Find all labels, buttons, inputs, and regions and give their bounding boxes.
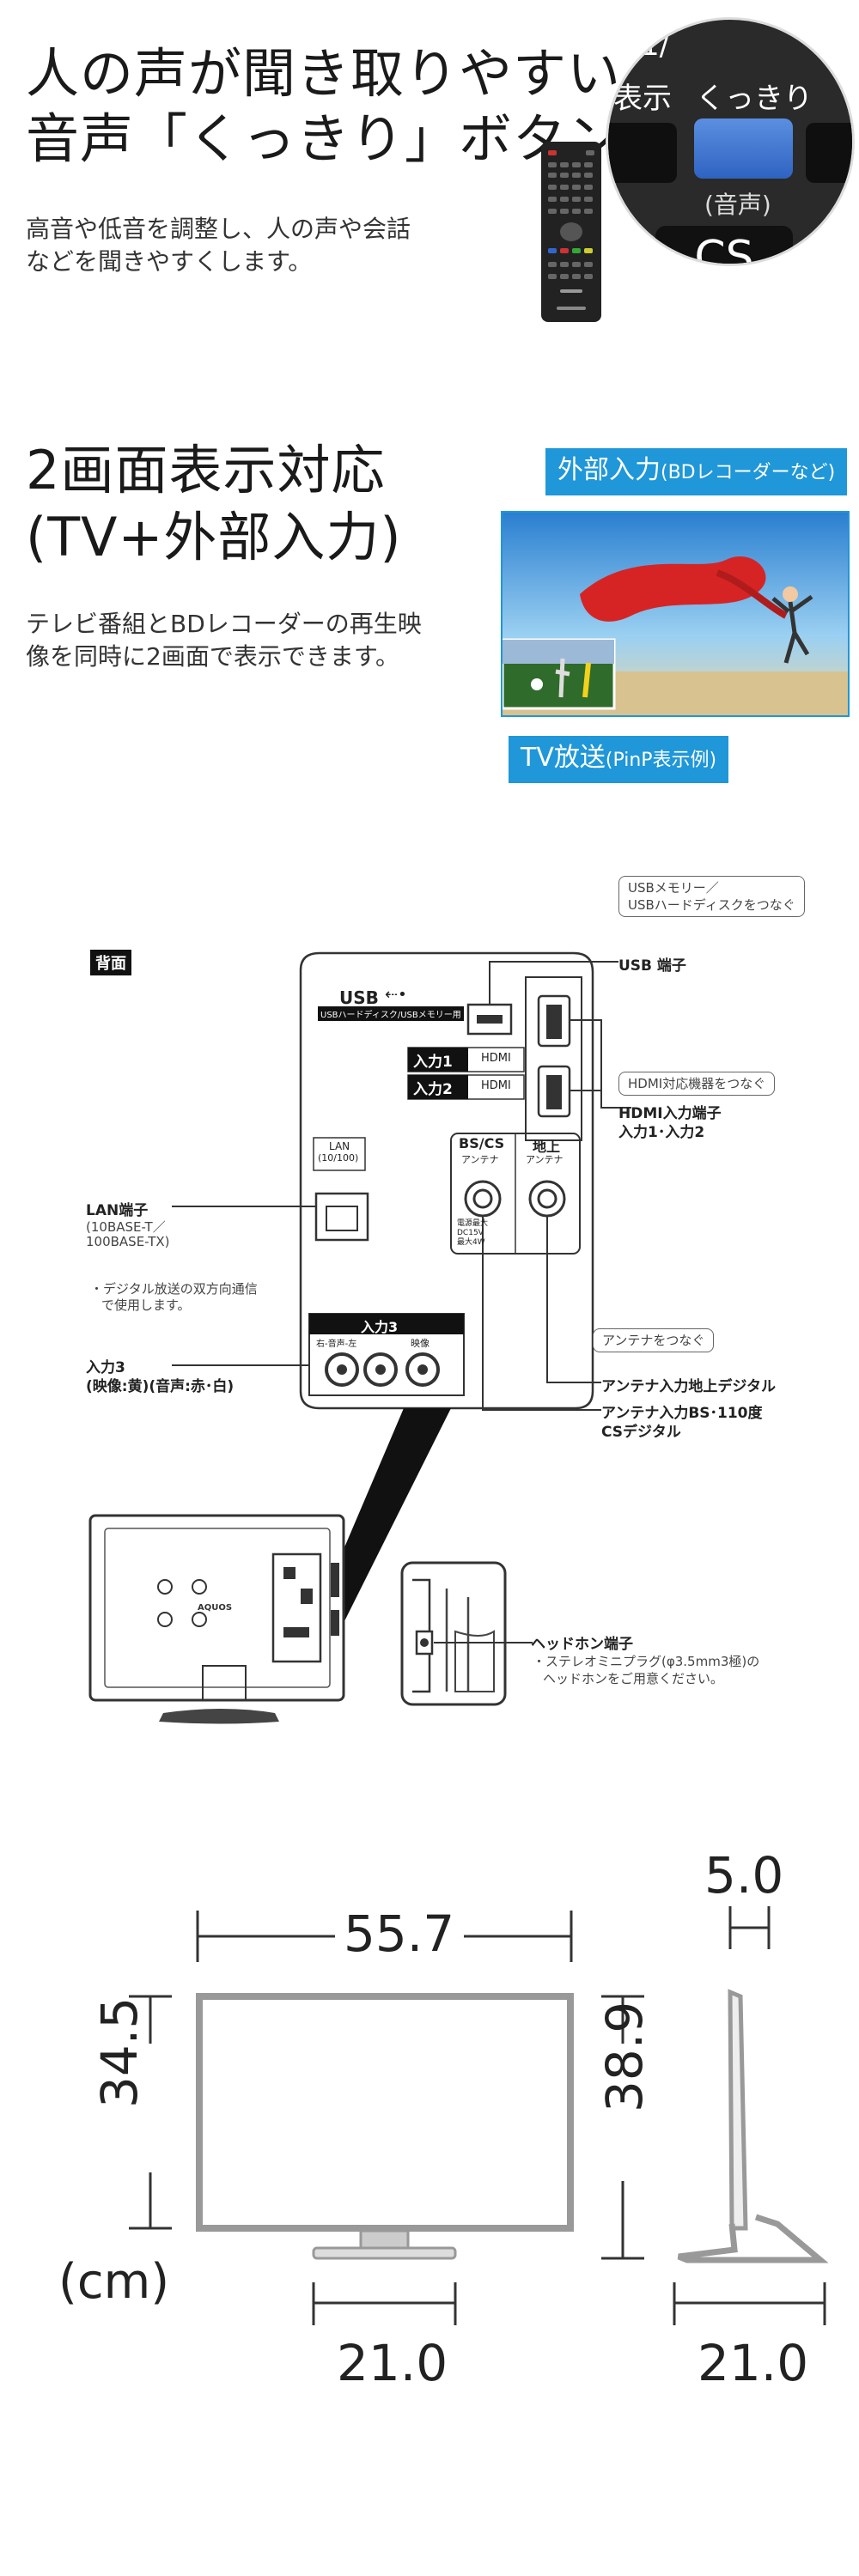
lan-spec-2: 100BASE-TX) [86,1234,170,1249]
usb-sub-label: USBハードディスク/USBメモリー用 [318,1006,464,1021]
input1-hdmi: HDMI [481,1052,511,1065]
section2-desc-line1: テレビ番組とBDレコーダーの再生映 [26,610,422,638]
headphone-label: ヘッドホン端子 [531,1636,633,1653]
antenna-chijo-label: アンテナ入力地上デジタル [601,1378,776,1395]
tag-tv-sub: (PinP表示例) [605,750,717,771]
headphone-note-1: ・ステレオミニプラグ(φ3.5mm3極)の [533,1654,760,1669]
power-note-1: 電源最大 [457,1219,489,1228]
input3-desc: (映像:黄)(音声:赤･白) [86,1378,235,1395]
power-note-2: DC15V [457,1229,484,1237]
digital-note-1: ・デジタル放送の双方向通信 [90,1281,258,1297]
remote-zoom-circle: 1/ 表示 くっきり (音声) CS [606,17,855,266]
input3-sub-right: 映像 [411,1338,430,1349]
chijo-label: 地上 [533,1139,561,1155]
back-label: 背面 [90,950,131,975]
usb-port-label: USB 端子 [618,957,686,975]
tag-external-sub: (BDレコーダーなど) [661,462,836,483]
input3-label: 入力3 [86,1359,125,1376]
input1-label: 入力1 [413,1054,453,1071]
zoom-button-label: くっきり [696,82,813,116]
lan-port-label: LAN端子 [86,1202,149,1219]
headphone-note-2: ヘッドホンをご用意ください。 [543,1671,724,1686]
note-usb: USBメモリー／ USBハードディスクをつなぐ [618,876,805,917]
dimension-unit: (cm) [58,2254,170,2310]
pinp-illustration [503,513,848,715]
lan-box-label: LAN [329,1140,350,1152]
bscs-label: BS/CS [459,1135,505,1151]
antenna-bs-label-1: アンテナ入力BS･110度 [601,1405,763,1422]
power-note-3: 最大4W [457,1238,485,1247]
section1-title-line1: 人の声が聞き取りやすい [26,42,622,105]
bscs-antenna: アンテナ [461,1154,499,1165]
input3-panel-label: 入力3 [361,1319,399,1335]
note-usb-line1: USBメモリー／ [628,880,719,896]
zoom-sub-label: (音声) [704,191,771,219]
hdmi-port-label-2: 入力1･入力2 [618,1124,705,1141]
tag-external-input: 外部入力(BDレコーダーなど) [545,448,848,495]
section1-desc-line1: 高音や低音を調整し、人の声や会話 [26,215,411,243]
tag-tv-broadcast: TV放送(PinP表示例) [509,736,729,783]
aquos-logo: AQUOS [198,1603,233,1613]
note-usb-line2: USBハードディスクをつなぐ [628,897,795,913]
dimension-stand-depth: 21.0 [698,2334,809,2392]
zoom-left-text: 表示 [613,82,672,116]
tag-tv-main: TV放送 [521,743,606,773]
lan-box-sub: (10/100) [318,1152,359,1163]
input2-hdmi: HDMI [481,1079,511,1092]
dimension-screen-height: 34.5 [90,1996,149,2108]
note-hdmi: HDMI対応機器をつなぐ [618,1072,776,1096]
kukkiri-button [694,118,793,179]
usb-icon: ⇠• [385,986,407,1004]
chijo-antenna: アンテナ [526,1154,564,1165]
digital-note-2: で使用します。 [101,1297,191,1313]
input2-label: 入力2 [413,1081,453,1098]
dimension-total-height: 38.9 [595,2001,654,2112]
section2-title-line2: (TV+外部入力) [26,506,402,568]
section1-title-line2: 音声「くっきり」ボタン [26,107,622,170]
hdmi-port-label-1: HDMI入力端子 [618,1105,722,1122]
pinp-screen-image [501,511,850,717]
usb-label: USB [339,987,379,1008]
section2-desc-line2: 像を同時に2画面で表示できます。 [26,642,400,671]
section2-title-line1: 2画面表示対応 [26,439,386,501]
rear-panel-diagram [88,951,631,1724]
note-antenna: アンテナをつなぐ [593,1328,715,1352]
dimension-diagram [129,1906,829,2325]
cs-button: CS [655,226,793,264]
remote-control-image [541,142,601,322]
lan-spec-1: (10BASE-T／ [86,1219,166,1235]
power-note: 電源最大 DC15V 最大4W [457,1219,488,1248]
tag-external-main: 外部入力 [557,455,661,485]
section1-desc-line2: などを聞きやすくします。 [26,247,313,276]
dimension-depth: 5.0 [704,1846,784,1905]
zoom-top-left-text: 1/ [641,28,670,63]
dimension-width: 55.7 [344,1905,455,1963]
input3-sub-left: 右-音声-左 [316,1340,357,1349]
antenna-bs-label-2: CSデジタル [601,1424,681,1441]
dimension-stand-width: 21.0 [337,2334,448,2392]
